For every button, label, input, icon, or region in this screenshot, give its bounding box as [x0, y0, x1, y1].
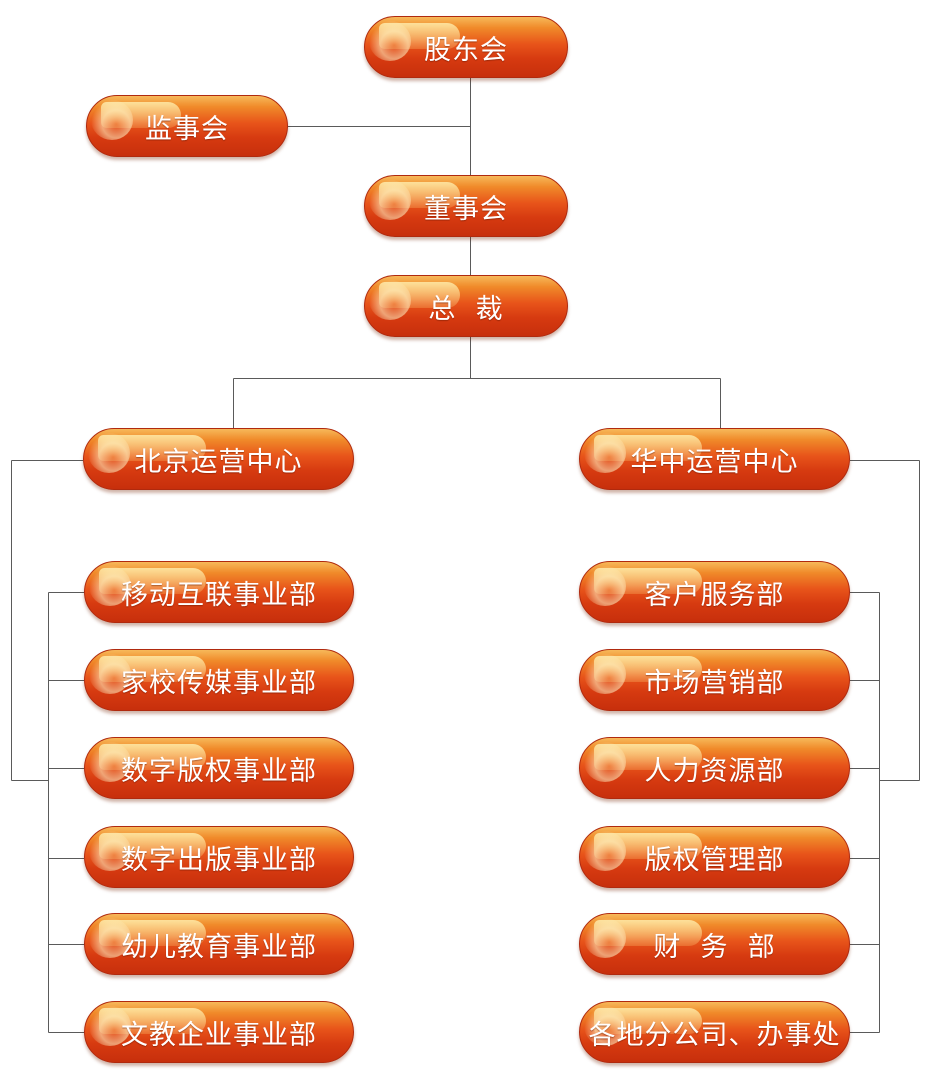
node-beijing-dept-label: 家校传媒事业部 [121, 667, 317, 699]
node-beijing-dept: 文教企业事业部 [84, 1001, 354, 1063]
node-central-dept-label: 市场营销部 [644, 667, 785, 699]
node-beijing-dept-label: 文教企业事业部 [121, 1019, 317, 1051]
node-central-china-center: 华中运营中心 [579, 428, 850, 490]
node-beijing-center: 北京运营中心 [83, 428, 354, 490]
node-supervisory-label: 监事会 [145, 113, 229, 145]
node-central-dept-label: 各地分公司、办事处 [588, 1019, 841, 1051]
node-central-dept: 市场营销部 [579, 649, 850, 711]
node-beijing-dept-label: 幼儿教育事业部 [121, 931, 317, 963]
node-beijing-center-label: 北京运营中心 [134, 446, 303, 478]
node-central-dept-label: 版权管理部 [644, 844, 785, 876]
node-central-dept-label: 人力资源部 [644, 755, 785, 787]
node-shareholders: 股东会 [364, 16, 568, 78]
node-president-label: 总 裁 [428, 293, 504, 325]
node-central-dept: 版权管理部 [579, 826, 850, 888]
node-president: 总 裁 [364, 275, 568, 337]
node-beijing-dept: 数字版权事业部 [84, 737, 354, 799]
node-beijing-dept-label: 数字版权事业部 [121, 755, 317, 787]
node-board-label: 董事会 [424, 193, 508, 225]
node-central-dept-label: 客户服务部 [644, 579, 785, 611]
node-central-dept: 客户服务部 [579, 561, 850, 623]
node-beijing-dept-label: 移动互联事业部 [121, 579, 317, 611]
node-shareholders-label: 股东会 [424, 34, 508, 66]
node-central-china-center-label: 华中运营中心 [630, 446, 799, 478]
node-board: 董事会 [364, 175, 568, 237]
node-central-dept: 人力资源部 [579, 737, 850, 799]
node-supervisory: 监事会 [86, 95, 288, 157]
node-beijing-dept-label: 数字出版事业部 [121, 844, 317, 876]
node-beijing-dept: 数字出版事业部 [84, 826, 354, 888]
node-beijing-dept: 移动互联事业部 [84, 561, 354, 623]
node-central-dept: 财 务 部 [579, 913, 850, 975]
node-beijing-dept: 幼儿教育事业部 [84, 913, 354, 975]
node-central-dept: 各地分公司、办事处 [579, 1001, 850, 1063]
node-central-dept-label: 财 务 部 [653, 931, 776, 963]
node-beijing-dept: 家校传媒事业部 [84, 649, 354, 711]
